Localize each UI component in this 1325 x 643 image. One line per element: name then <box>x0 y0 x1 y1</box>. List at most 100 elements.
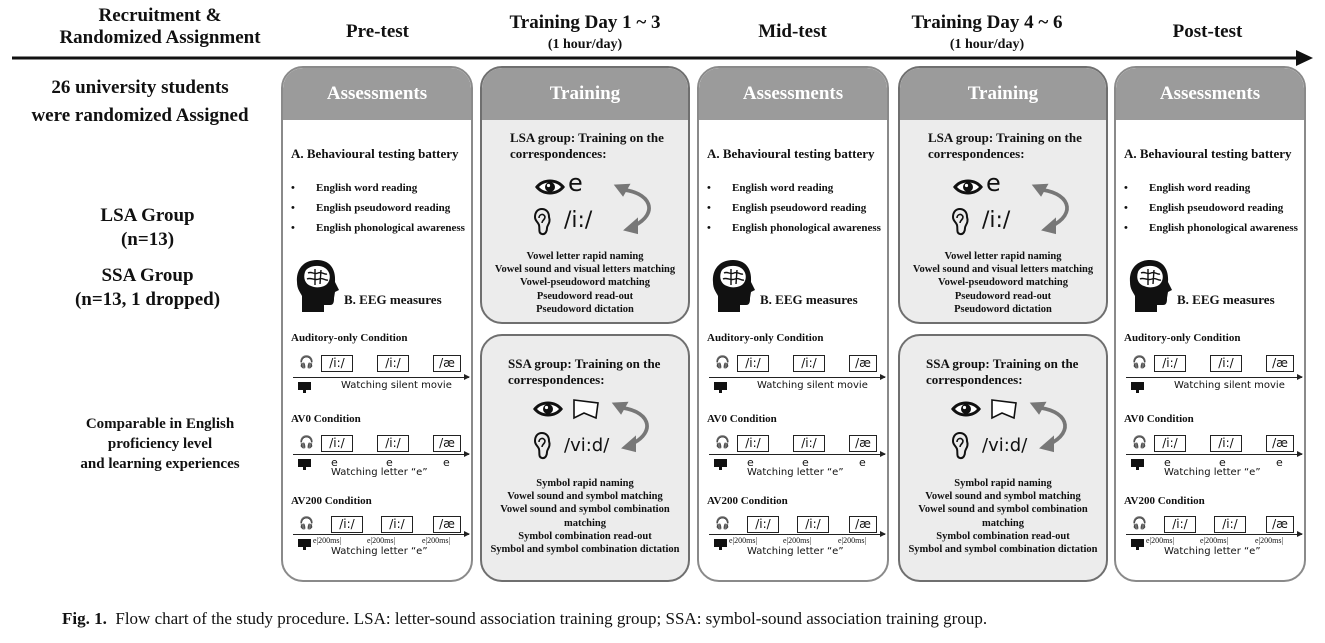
phoneme-box: /i:/ <box>1154 435 1186 452</box>
headphone-icon: 🎧 <box>1132 435 1147 449</box>
monitor-icon <box>1131 382 1144 393</box>
auditory-condition-title: Auditory-only Condition <box>707 332 824 344</box>
phoneme-box: /i:/ <box>331 516 363 533</box>
header-training-2-title: Training Day 4 ~ 6 <box>911 12 1063 33</box>
time-arrow <box>709 451 886 457</box>
watching-label: Watching silent movie <box>1174 380 1285 391</box>
training-task: Vowel-pseudoword matching <box>520 277 650 289</box>
phoneme-box: /i:/ <box>793 435 825 452</box>
time-arrow <box>709 374 886 380</box>
av0-condition-title: AV0 Condition <box>707 413 777 425</box>
lsa-group-label: LSA Group (n=13) <box>40 204 255 252</box>
ssa-group-label: SSA Group (n=13, 1 dropped) <box>40 264 255 312</box>
curved-arrow-icon <box>610 180 666 240</box>
letter-e-mark: e <box>331 456 338 469</box>
header-training-1: Training Day 1 ~ 3 (1 hour/day) <box>480 12 690 56</box>
headphone-icon: 🎧 <box>715 435 730 449</box>
lsa-sound: /i:/ <box>564 208 593 233</box>
headphone-icon: 🎧 <box>1132 516 1147 530</box>
phoneme-box: /æ <box>849 435 877 452</box>
letter-e-mark: e <box>747 456 754 469</box>
comparable-text: Comparable in English proficiency level … <box>40 414 280 474</box>
assessment-panel: Assessments A. Behavioural testing batte… <box>1114 66 1306 582</box>
watching-label: Watching letter “e” <box>331 467 428 478</box>
header-training-1-sub: (1 hour/day) <box>547 37 623 52</box>
eye-icon <box>532 399 564 423</box>
panel-title: Assessments <box>1116 68 1304 120</box>
letter-e-mark: e <box>443 456 450 469</box>
panel-title: Assessments <box>283 68 471 120</box>
time-arrow <box>709 531 886 537</box>
phoneme-box: /æ <box>849 516 877 533</box>
training-task: Vowel sound and symbol matching <box>507 491 663 503</box>
lsa-group-n: (n=13) <box>120 229 175 250</box>
watching-label: Watching letter “e” <box>331 546 428 557</box>
header-training-1-title: Training Day 1 ~ 3 <box>509 12 661 33</box>
lsa-training-title: LSA group: Training on the correspondenc… <box>510 130 664 161</box>
assessment-panel: Assessments A. Behavioural testing batte… <box>697 66 889 582</box>
eye-icon <box>534 177 566 201</box>
time-arrow <box>293 531 470 537</box>
letter-e-mark: e <box>859 456 866 469</box>
battery-item: English pseudoword reading <box>291 202 450 214</box>
e200-mark: e|200ms| <box>729 536 758 545</box>
monitor-icon <box>714 382 727 393</box>
watching-label: Watching silent movie <box>757 380 868 391</box>
battery-item: English phonological awareness <box>1124 222 1298 234</box>
training-task: Vowel sound and symbol matching <box>925 491 1081 503</box>
ear-icon <box>532 207 554 240</box>
battery-item: English pseudoword reading <box>1124 202 1283 214</box>
letter-e: e <box>568 169 583 197</box>
students-text: 26 university students were randomized A… <box>15 74 265 130</box>
phoneme-box: /æ <box>433 435 461 452</box>
battery-title: A. Behavioural testing battery <box>707 146 875 161</box>
ssa-sound: /vi:d/ <box>564 435 610 456</box>
watching-label: Watching letter “e” <box>1164 546 1261 557</box>
phoneme-box: /æ <box>849 355 877 372</box>
phoneme-box: /i:/ <box>321 355 353 372</box>
letter-e: e <box>986 169 1001 197</box>
assessment-panel: Assessments A. Behavioural testing batte… <box>281 66 473 582</box>
e200-mark: e|200ms| <box>838 536 867 545</box>
curved-arrow-icon <box>608 398 664 458</box>
phoneme-box: /i:/ <box>321 435 353 452</box>
header-midtest: Mid-test <box>758 21 827 42</box>
header-posttest: Post-test <box>1172 21 1243 42</box>
training-task: Vowel sound and symbol combination match… <box>918 504 1088 529</box>
phoneme-box: /æ <box>433 355 461 372</box>
header-training-2: Training Day 4 ~ 6 (1 hour/day) <box>882 12 1092 56</box>
panel-title: Training <box>482 68 688 120</box>
ssa-training-title: SSA group: Training on the correspondenc… <box>926 356 1079 387</box>
letter-e-mark: e <box>802 456 809 469</box>
letter-e-mark: e <box>1276 456 1283 469</box>
e200-mark: e|200ms| <box>783 536 812 545</box>
monitor-icon <box>1131 459 1144 470</box>
timeline-arrow <box>12 50 1313 66</box>
ssa-group-n: (n=13, 1 dropped) <box>74 289 221 310</box>
ssa-group-name: SSA Group <box>101 265 194 286</box>
headphone-icon: 🎧 <box>1132 355 1147 369</box>
training-task: Symbol rapid naming <box>536 478 634 489</box>
e200-mark: e|200ms| <box>1255 536 1284 545</box>
eeg-title: B. EEG measures <box>344 292 442 307</box>
letter-e-mark: e <box>1219 456 1226 469</box>
monitor-icon <box>714 539 727 550</box>
eye-icon <box>952 177 984 201</box>
figure-caption: Fig. 1. Flow chart of the study procedur… <box>62 609 987 629</box>
eye-icon <box>950 399 982 423</box>
monitor-icon <box>298 382 311 393</box>
head-brain-icon <box>1129 260 1172 312</box>
ssa-sound: /vi:d/ <box>982 435 1028 456</box>
training-task: Symbol combination read-out <box>936 530 1070 542</box>
headphone-icon: 🎧 <box>715 516 730 530</box>
phoneme-box: /æ <box>1266 435 1294 452</box>
battery-item: English word reading <box>291 182 417 194</box>
panel-title: Assessments <box>699 68 887 120</box>
header-recruit-line2: Randomized Assignment <box>59 27 261 48</box>
training-task: Vowel sound and symbol combination match… <box>500 504 670 529</box>
e200-mark: e|200ms| <box>1200 536 1229 545</box>
phoneme-box: /i:/ <box>377 355 409 372</box>
eeg-title: B. EEG measures <box>760 292 858 307</box>
training-task: Vowel letter rapid naming <box>944 251 1062 262</box>
ear-icon <box>950 431 972 464</box>
